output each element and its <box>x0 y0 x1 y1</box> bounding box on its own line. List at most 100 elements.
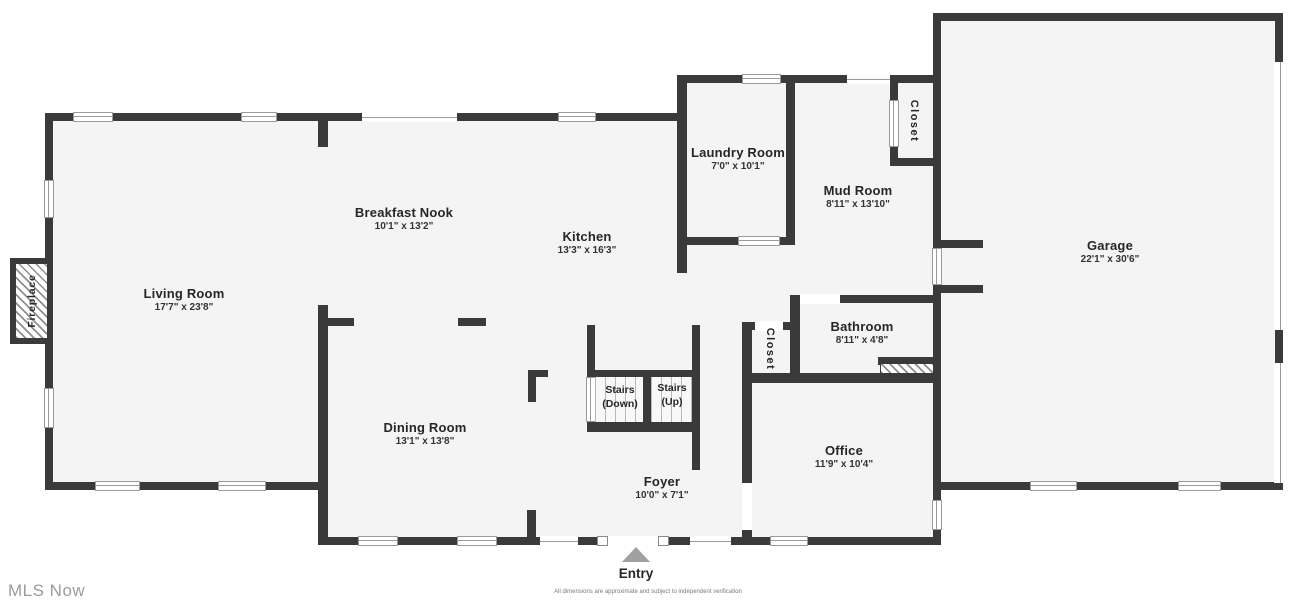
room-label-office: Office 11'9" x 10'4" <box>815 443 873 470</box>
room-label-dining-room: Dining Room 13'1" x 13'8" <box>383 420 466 447</box>
door-sill <box>597 536 608 546</box>
fireplace-label: Fireplace <box>26 274 38 328</box>
wall <box>318 113 328 147</box>
wall <box>890 83 898 100</box>
window <box>218 481 266 491</box>
room-dimensions: 22'1" x 30'6" <box>1080 254 1140 265</box>
window <box>73 112 113 122</box>
room-name: Mud Room <box>823 183 893 198</box>
window <box>44 180 54 218</box>
window <box>738 236 780 246</box>
room-label-living-room: Living Room 17'7" x 23'8" <box>144 286 225 313</box>
room-label-garage: Garage 22'1" x 30'6" <box>1081 238 1140 265</box>
built-in-hatch <box>880 363 934 374</box>
window <box>1178 481 1221 491</box>
door-opening <box>755 321 783 331</box>
window <box>932 248 942 285</box>
room-dimensions: 8'11" x 4'8" <box>835 335 889 346</box>
wall <box>890 147 898 158</box>
wall <box>677 75 687 273</box>
wall <box>840 295 933 303</box>
room-label-laundry-room: Laundry Room 7'0" x 10'1" <box>691 145 785 172</box>
wall <box>528 370 548 377</box>
window <box>95 481 140 491</box>
wall <box>742 322 752 373</box>
room-label-breakfast-nook: Breakfast Nook 10'1" x 13'2" <box>355 205 453 232</box>
window <box>847 74 890 84</box>
wall <box>890 158 941 166</box>
wall <box>45 482 322 490</box>
room-dimensions: 8'11" x 13'10" <box>826 199 890 210</box>
stairs-down-label: Stairs (Down) <box>602 384 638 410</box>
window <box>770 536 808 546</box>
disclaimer-text: All dimensions are approximate and subje… <box>554 589 742 595</box>
door-sill <box>658 536 669 546</box>
window <box>558 112 596 122</box>
wall <box>458 318 486 326</box>
wall <box>783 322 795 330</box>
entry-label: Entry <box>618 566 654 581</box>
room-name: Garage <box>1086 238 1134 253</box>
door-opening <box>800 294 840 304</box>
room-name: Living Room <box>143 286 225 301</box>
window <box>44 388 54 428</box>
fireplace-hatch <box>16 264 47 338</box>
wall <box>941 240 983 248</box>
stair-treads <box>651 377 692 422</box>
room-name: Breakfast Nook <box>354 205 454 220</box>
stair-treads <box>595 377 643 422</box>
room-dimensions: 13'3" x 16'3" <box>557 245 617 256</box>
wall <box>941 285 983 293</box>
wall <box>328 318 354 326</box>
room-dimensions: 7'0" x 10'1" <box>711 161 765 172</box>
up-triangle-icon <box>622 547 650 562</box>
window <box>241 112 277 122</box>
room-label-bathroom: Bathroom 8'11" x 4'8" <box>831 319 894 346</box>
window <box>690 536 731 546</box>
window <box>540 536 578 546</box>
room-dimensions: 17'7" x 23'8" <box>154 302 214 313</box>
wall <box>587 422 700 432</box>
room-name: Kitchen <box>562 229 612 244</box>
window <box>889 100 899 147</box>
wall <box>528 370 536 402</box>
wall <box>790 295 800 373</box>
room-name: Foyer <box>643 474 681 489</box>
room-dimensions: 10'0" x 7'1" <box>635 490 689 501</box>
stairs-up-label: Stairs (Up) <box>657 382 687 408</box>
wall <box>742 373 933 383</box>
room-dimensions: 11'9" x 10'4" <box>814 459 874 470</box>
room-name: Laundry Room <box>690 145 786 160</box>
wall <box>692 325 700 470</box>
window <box>362 112 457 122</box>
room-name: Dining Room <box>383 420 467 435</box>
room-label-kitchen: Kitchen 13'3" x 16'3" <box>558 229 617 256</box>
wall <box>878 357 933 365</box>
floor-area <box>941 21 1283 490</box>
wall <box>527 510 536 545</box>
room-dimensions: 13'1" x 13'8" <box>395 436 455 447</box>
window <box>932 500 942 530</box>
wall <box>742 322 755 330</box>
wall <box>587 325 595 370</box>
room-label-foyer: Foyer 10'0" x 7'1" <box>635 474 688 501</box>
room-name: Bathroom <box>830 319 894 334</box>
door-opening <box>608 536 658 546</box>
door-opening <box>742 483 752 530</box>
watermark: MLS Now <box>8 581 86 600</box>
room-name: Office <box>824 443 864 458</box>
wall <box>786 83 795 245</box>
wall <box>933 13 1283 21</box>
window <box>1274 363 1284 483</box>
wall <box>677 75 941 83</box>
room-dimensions: 10'1" x 13'2" <box>374 221 434 232</box>
window <box>742 74 781 84</box>
closet-label-mudroom: Closet <box>908 99 920 143</box>
wall <box>643 377 651 422</box>
wall <box>318 305 328 545</box>
wall <box>941 482 1283 490</box>
window <box>358 536 398 546</box>
wall <box>742 383 752 483</box>
window <box>457 536 497 546</box>
